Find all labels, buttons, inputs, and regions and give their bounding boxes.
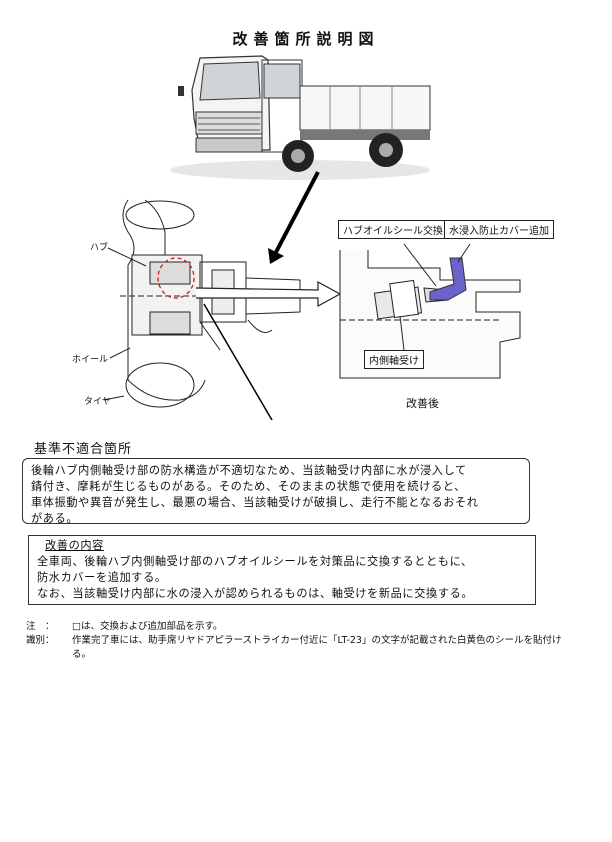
- figure-illustration: [103, 55, 521, 420]
- label-tire: タイヤ: [84, 397, 111, 407]
- nonconformity-line: 後輪ハブ内側軸受け部の防水構造が不適切なため、当該軸受け内部に水が浸入して: [31, 464, 467, 477]
- callout-inner-bearing: 内側軸受け: [364, 350, 424, 369]
- note-key: 識別：: [26, 635, 55, 646]
- label-hub: ハブ: [90, 243, 109, 253]
- note-row: 識別： 作業完了車には、助手席リヤドアピラーストライカー付近に「LT-23」の文…: [26, 634, 572, 662]
- note-text: 作業完了車には、助手席リヤドアピラーストライカー付近に「LT-23」の文字が記載…: [72, 635, 562, 660]
- note-row: 注 ： □は、交換および追加部品を示す。: [26, 620, 572, 634]
- improvement-line: 全車両、後輪ハブ内側軸受け部のハブオイルシールを対策品に交換するとともに、: [37, 555, 473, 568]
- page-title: 改善箇所説明図: [232, 30, 380, 48]
- label-wheel: ホイール: [72, 355, 109, 365]
- nonconformity-line: がある。: [31, 512, 79, 525]
- note-key: 注 ：: [26, 621, 55, 632]
- improved-section-drawing: [339, 243, 521, 379]
- nonconformity-line: 車体振動や異音が発生し、最悪の場合、当該軸受けが破損し、走行不能となるおそれ: [31, 496, 479, 509]
- improvement-heading: 改善の内容: [45, 539, 104, 552]
- improvement-line: 防水カバーを追加する。: [37, 571, 167, 584]
- wheel-hub-section-drawing: [120, 199, 301, 408]
- nonconformity-box: 後輪ハブ内側軸受け部の防水構造が不適切なため、当該軸受け内部に水が浸入して 錆付…: [22, 458, 530, 525]
- improvement-box: 改善の内容 全車両、後輪ハブ内側軸受け部のハブオイルシールを対策品に交換するとと…: [28, 535, 536, 605]
- callout-water-cover: 水浸入防止カバー追加: [444, 220, 554, 239]
- label-after-improvement: 改善後: [406, 397, 439, 410]
- nonconformity-heading: 基準不適合箇所: [34, 442, 133, 457]
- improvement-line: なお、当該軸受け内部に水の浸入が認められるものは、軸受けを新品に交換する。: [37, 587, 474, 600]
- nonconformity-line: 錆付き、摩耗が生じるものがある。そのため、そのままの状態で使用を続けると、: [31, 480, 466, 493]
- callout-hub-oil-seal: ハブオイルシール交換: [338, 220, 448, 239]
- notes: 注 ： □は、交換および追加部品を示す。 識別： 作業完了車には、助手席リヤドア…: [26, 620, 572, 662]
- note-text: □は、交換および追加部品を示す。: [72, 621, 223, 632]
- truck-illustration: [170, 55, 431, 180]
